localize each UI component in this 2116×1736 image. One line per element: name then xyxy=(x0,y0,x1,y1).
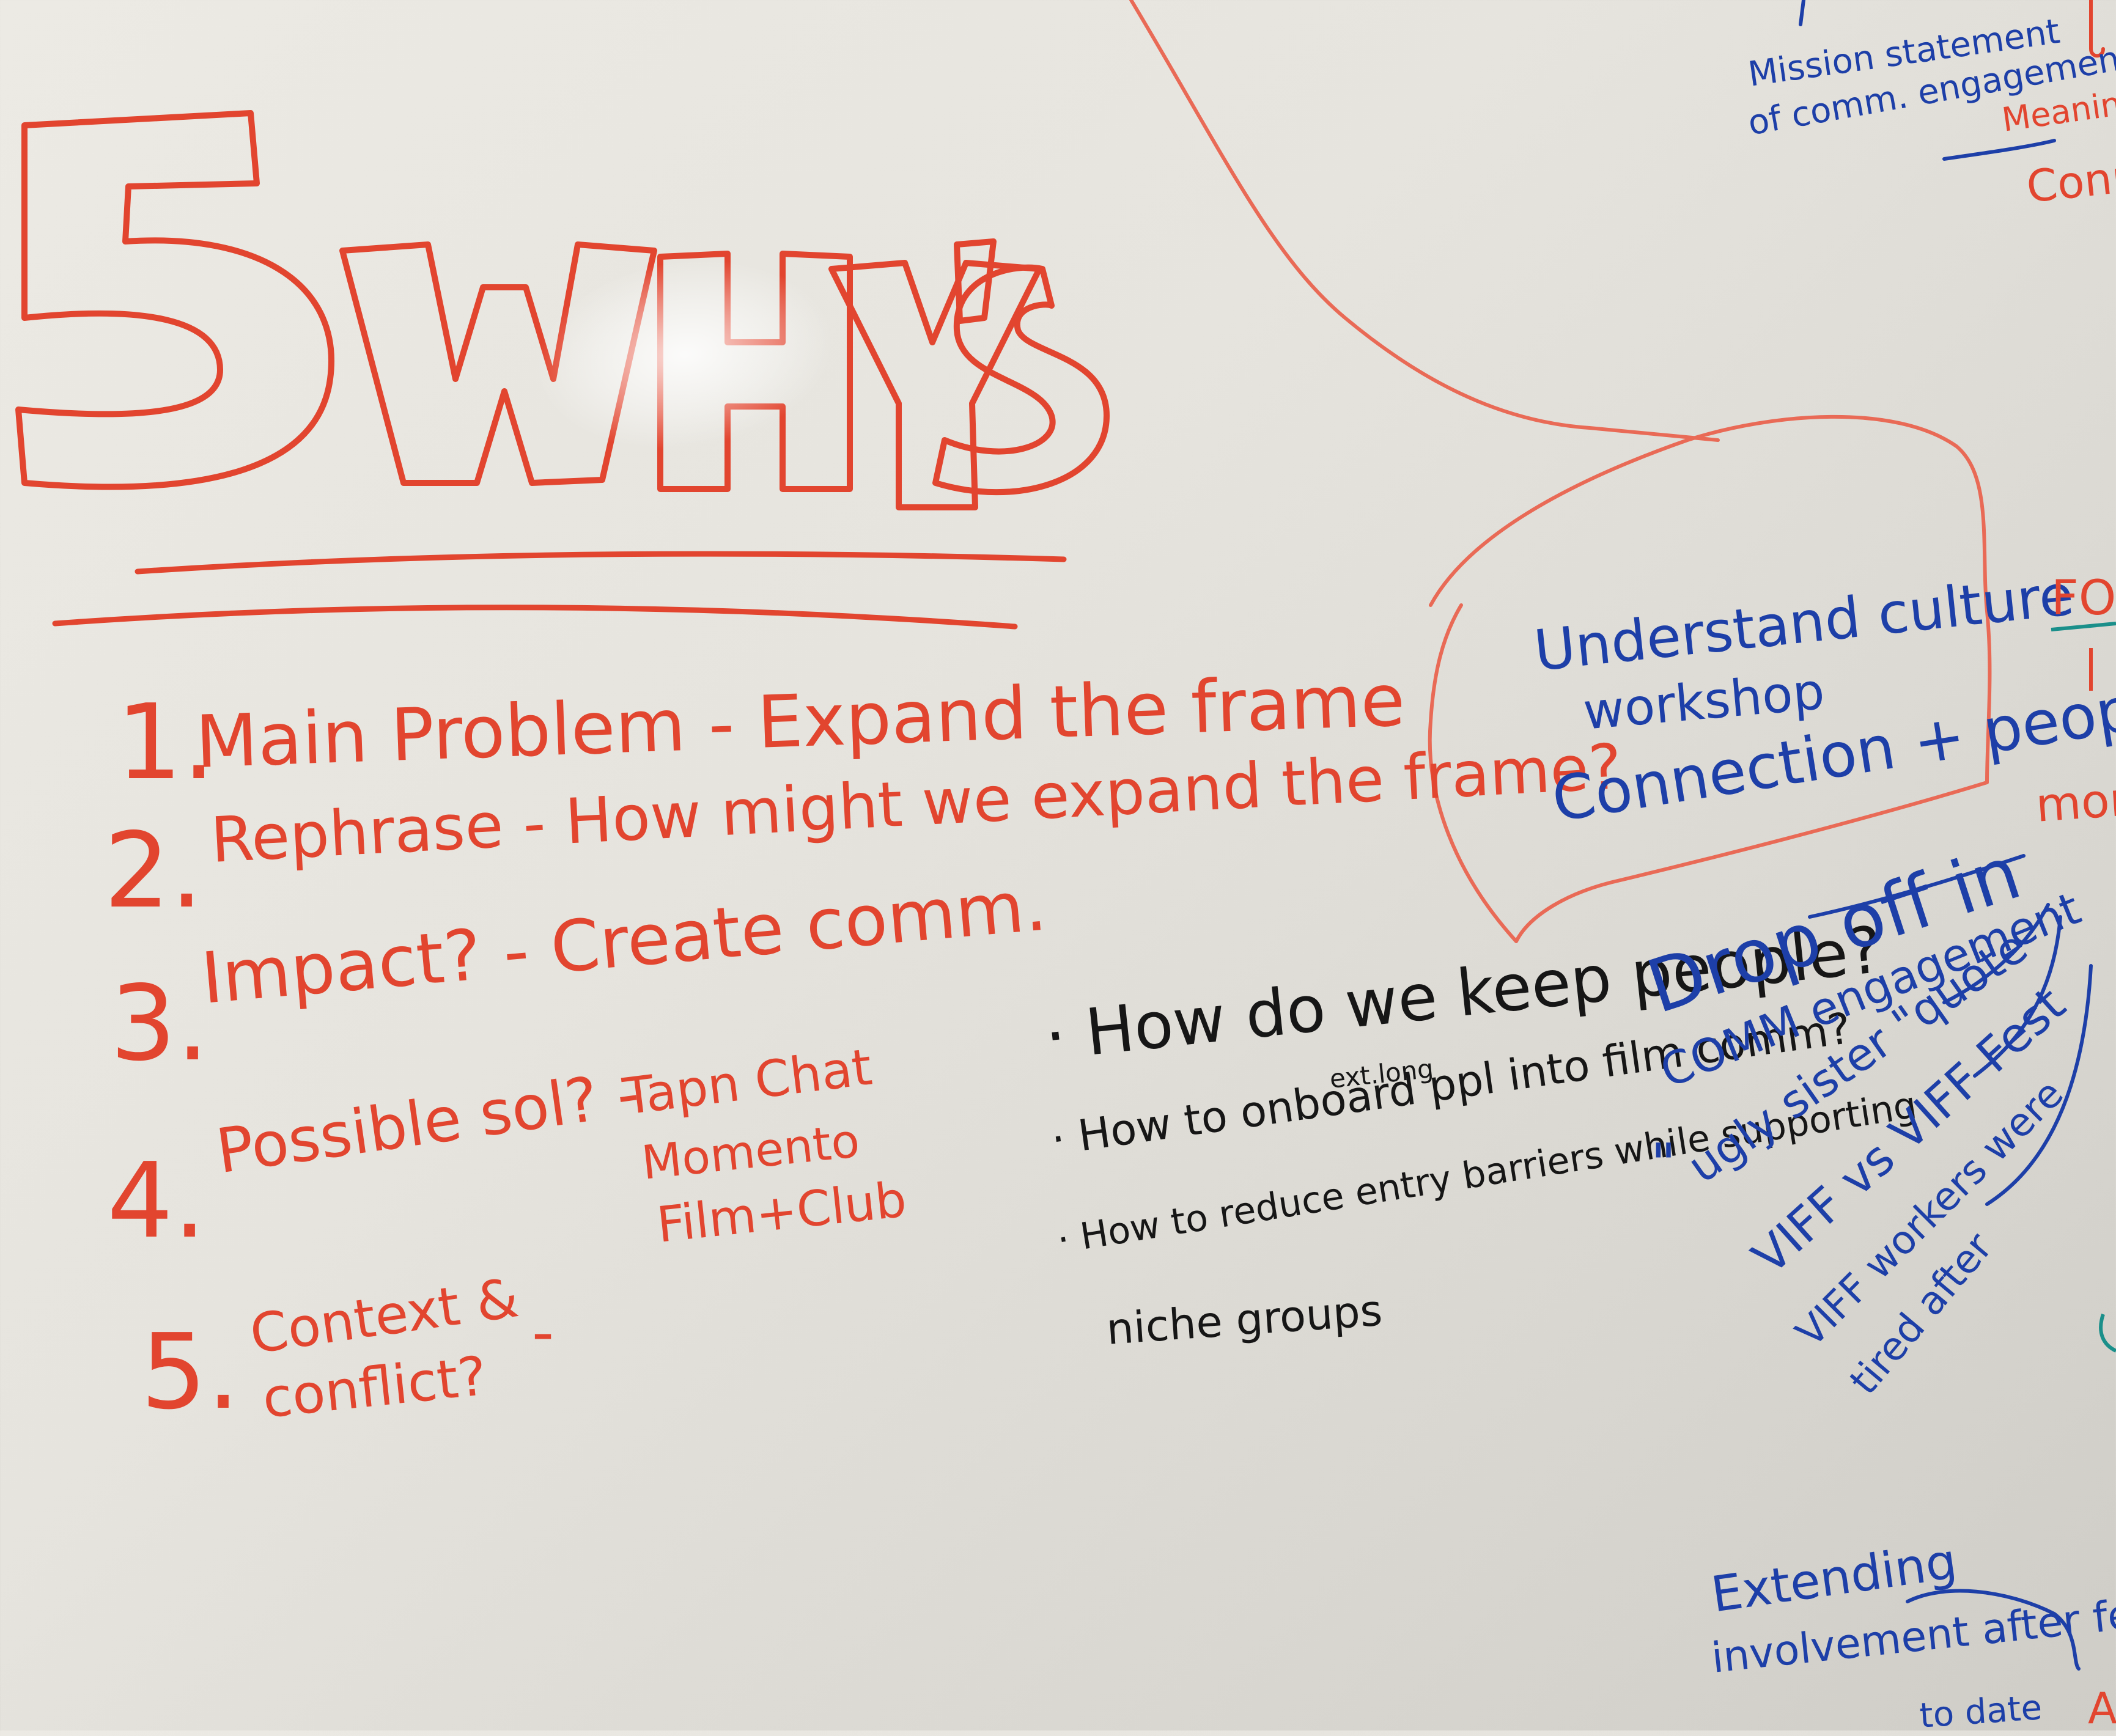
step-2-number: 2. xyxy=(104,811,204,932)
ditto-mark: " xyxy=(1651,1132,1676,1196)
step-5-number: 5. xyxy=(141,1312,240,1433)
connector-curve xyxy=(1129,0,1720,442)
underline-1 xyxy=(135,551,1067,575)
partial-bottom-text: to date xyxy=(1918,1688,2044,1736)
red-hook-mark xyxy=(2089,0,2105,58)
s-outline xyxy=(932,264,1110,496)
blue-connector-arcs xyxy=(1799,0,2093,1671)
foc-partial: FOC xyxy=(2051,571,2116,626)
w-outline xyxy=(339,241,657,486)
y-outline xyxy=(828,260,1042,510)
step-3-number: 3. xyxy=(110,963,210,1084)
apostrophe-outline xyxy=(954,238,997,324)
step-1-number: 1. xyxy=(116,682,216,803)
mome-partial: mome xyxy=(2033,768,2116,833)
bubble-outline xyxy=(1428,414,1992,943)
underline-2 xyxy=(52,605,1018,630)
teal-mark xyxy=(2099,1314,2116,1353)
teal-underline xyxy=(2051,622,2116,631)
step-4-number: 4. xyxy=(107,1141,207,1262)
step-5-dash: - xyxy=(532,1296,555,1368)
partial-corner-letter: A xyxy=(2088,1683,2116,1734)
five-outline xyxy=(15,110,334,490)
